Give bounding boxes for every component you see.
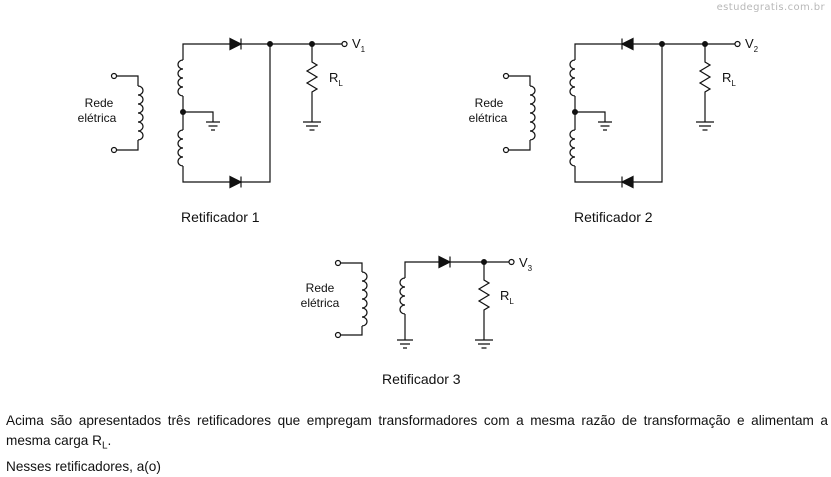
question-line-2: Nesses retificadores, a(o) xyxy=(6,458,161,474)
rectifier-circuits-diagram: Rede elétrica RL V1 Rede elétrica RL V2 … xyxy=(78,36,759,349)
rectifier-2-schematic xyxy=(502,37,741,189)
caption-retificador-3: Retificador 3 xyxy=(382,371,461,387)
question-line-1-end: . xyxy=(107,433,112,448)
rede-label-3-line1: Rede xyxy=(306,281,335,295)
rede-label-1-line2: elétrica xyxy=(78,111,117,125)
rl-label-2: RL xyxy=(722,70,736,88)
question-rl-subscript: L xyxy=(101,440,108,452)
question-line-1: Acima são apresentados três retificadore… xyxy=(6,413,828,448)
question-text: Acima são apresentados três retificadore… xyxy=(6,411,828,477)
rectifier-3-schematic xyxy=(334,255,515,349)
rede-label-3-line2: elétrica xyxy=(301,296,340,310)
rede-label-1-line1: Rede xyxy=(85,96,114,110)
v1-label: V1 xyxy=(352,36,366,54)
v3-label: V3 xyxy=(519,255,533,273)
question-paragraph: Acima são apresentados três retificadore… xyxy=(6,411,828,457)
rede-label-2-line2: elétrica xyxy=(469,111,508,125)
watermark: estudegratis.com.br xyxy=(716,2,825,13)
rede-label-2-line1: Rede xyxy=(475,96,504,110)
rl-label-3: RL xyxy=(500,288,514,306)
rectifier-1-schematic xyxy=(110,37,348,189)
rl-label-1: RL xyxy=(329,70,343,88)
v2-label: V2 xyxy=(745,36,759,54)
caption-retificador-2: Retificador 2 xyxy=(574,209,653,225)
caption-retificador-1: Retificador 1 xyxy=(181,209,260,225)
